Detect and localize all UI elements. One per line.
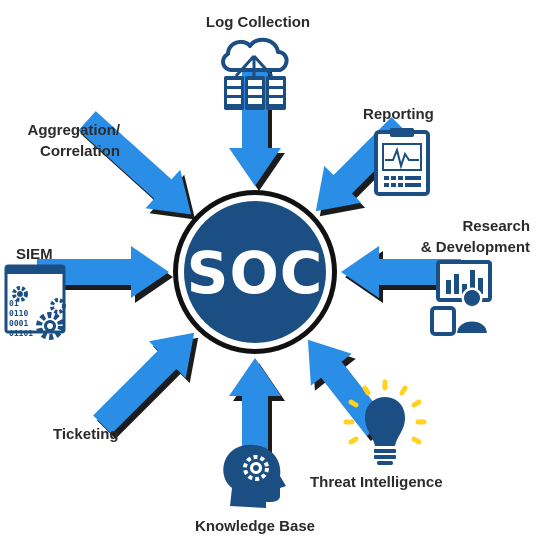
binary-gears-icon: 01 0110 0001 01101 (4, 264, 66, 340)
arrow-research (341, 246, 461, 298)
soc-label: SOC (186, 239, 324, 307)
label-research-development: Research & Development (420, 218, 530, 256)
gear-large-icon (36, 298, 66, 340)
cloud-servers-icon (221, 37, 289, 110)
gear-icon (12, 286, 28, 302)
label-knowledge-base: Knowledge Base (194, 518, 316, 535)
label-threat-intelligence: Threat Intelligence (310, 474, 443, 491)
presentation-person-icon (430, 260, 492, 336)
label-ticketing: Ticketing (53, 426, 119, 443)
arrow-siem (37, 246, 169, 298)
siem-binary-line-4: 01101 (9, 329, 33, 338)
report-chart-icon (374, 128, 430, 196)
siem-binary-line-3: 0001 (9, 319, 28, 328)
siem-binary-line-1: 01 (9, 299, 19, 308)
siem-binary-line-2: 0110 (9, 309, 28, 318)
arrow-ticketing (93, 332, 195, 434)
head-gear-icon (223, 444, 286, 508)
label-aggregation-correlation: Aggregation/ Correlation (27, 122, 121, 160)
label-siem: SIEM (16, 246, 53, 263)
arrow-aggregation (78, 111, 192, 215)
label-reporting: Reporting (363, 106, 434, 123)
soc-hub (173, 190, 337, 354)
label-log-collection: Log Collection (205, 14, 311, 31)
lightbulb-icon (343, 379, 427, 465)
